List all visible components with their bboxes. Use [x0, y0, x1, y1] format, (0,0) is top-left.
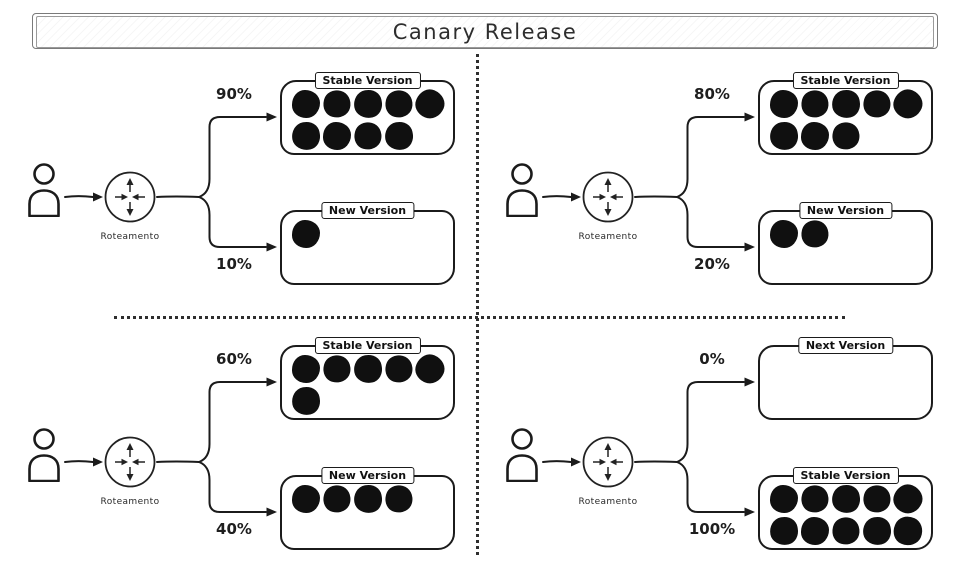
- version-box-label: Stable Version: [314, 72, 421, 89]
- user-icon: [503, 428, 541, 482]
- horizontal-divider: [114, 316, 845, 319]
- diagram-title: Canary Release: [392, 20, 578, 44]
- instance-dot: [292, 220, 320, 248]
- routing-icon: [582, 171, 634, 223]
- instance-dot: [889, 85, 927, 123]
- instances-container: [760, 347, 931, 418]
- version-box: Next Version: [758, 337, 933, 420]
- instances-container: [282, 82, 453, 153]
- traffic-percent-bottom: 10%: [216, 255, 252, 273]
- version-box: New Version: [758, 202, 933, 285]
- traffic-percent-top: 80%: [694, 85, 730, 103]
- title-banner-inner: Canary Release: [36, 16, 934, 48]
- instance-dot: [889, 480, 927, 518]
- instance-dot: [351, 119, 385, 153]
- instance-dot: [889, 512, 927, 548]
- instance-dot: [289, 384, 323, 418]
- version-box-label: Stable Version: [792, 72, 899, 89]
- router-label: Roteamento: [578, 232, 638, 242]
- vertical-divider: [476, 54, 479, 555]
- version-box-label: New Version: [798, 202, 893, 219]
- user-icon: [503, 163, 541, 217]
- instance-dot: [798, 217, 832, 251]
- version-box: Stable Version: [280, 72, 455, 155]
- router-label: Roteamento: [578, 497, 638, 507]
- instance-dot: [767, 119, 801, 153]
- instance-dot: [411, 350, 449, 388]
- quadrant-phase-4: Roteamento 0% 100% Next Version Stable V…: [486, 320, 956, 570]
- instance-dot: [411, 85, 449, 123]
- instance-dot: [320, 352, 354, 386]
- instance-dot: [320, 482, 354, 516]
- instance-dot: [829, 87, 863, 121]
- version-box: Stable Version: [758, 72, 933, 155]
- version-box-label: Stable Version: [314, 337, 421, 354]
- version-box-label: Next Version: [797, 337, 894, 354]
- instances-container: [760, 477, 931, 548]
- instance-dot: [323, 122, 351, 150]
- instance-dot: [351, 482, 385, 516]
- instance-dot: [860, 482, 894, 516]
- instance-dot: [770, 485, 798, 513]
- router-label: Roteamento: [100, 497, 160, 507]
- instance-dot: [382, 119, 416, 153]
- quadrant-phase-1: Roteamento 90% 10% Stable Version New Ve…: [8, 55, 478, 305]
- traffic-percent-top: 0%: [699, 350, 725, 368]
- traffic-percent-top: 60%: [216, 350, 252, 368]
- quadrant-phase-2: Roteamento 80% 20% Stable Version New Ve…: [486, 55, 956, 305]
- instance-dot: [382, 352, 416, 386]
- instances-container: [760, 212, 931, 283]
- instance-dot: [351, 352, 385, 386]
- instance-dot: [829, 482, 863, 516]
- router-label: Roteamento: [100, 232, 160, 242]
- instance-dot: [798, 482, 832, 516]
- version-box: Stable Version: [280, 337, 455, 420]
- version-box: New Version: [280, 467, 455, 550]
- traffic-percent-bottom: 100%: [688, 520, 736, 538]
- version-box: New Version: [280, 202, 455, 285]
- version-box: Stable Version: [758, 467, 933, 550]
- traffic-percent-bottom: 40%: [216, 520, 252, 538]
- instance-dot: [767, 514, 801, 548]
- routing-icon: [104, 171, 156, 223]
- instance-dot: [829, 119, 863, 153]
- instance-dot: [801, 122, 829, 150]
- instance-dot: [798, 87, 832, 121]
- instances-container: [282, 477, 453, 548]
- traffic-percent-top: 90%: [216, 85, 252, 103]
- instance-dot: [860, 87, 894, 121]
- instance-dot: [292, 485, 320, 513]
- instances-container: [282, 347, 453, 418]
- instance-dot: [770, 90, 798, 118]
- version-box-label: New Version: [320, 467, 415, 484]
- instance-dot: [289, 119, 323, 153]
- version-box-label: New Version: [320, 202, 415, 219]
- instance-dot: [860, 514, 894, 548]
- routing-icon: [582, 436, 634, 488]
- user-icon: [25, 163, 63, 217]
- version-box-label: Stable Version: [792, 467, 899, 484]
- instance-dot: [351, 87, 385, 121]
- instance-dot: [829, 514, 863, 548]
- instance-dot: [382, 482, 416, 516]
- instances-container: [282, 212, 453, 283]
- routing-icon: [104, 436, 156, 488]
- instance-dot: [320, 87, 354, 121]
- instances-container: [760, 82, 931, 153]
- instance-dot: [382, 87, 416, 121]
- traffic-percent-bottom: 20%: [694, 255, 730, 273]
- user-icon: [25, 428, 63, 482]
- quadrant-phase-3: Roteamento 60% 40% Stable Version New Ve…: [8, 320, 478, 570]
- instance-dot: [292, 90, 320, 118]
- instance-dot: [770, 220, 798, 248]
- title-banner: Canary Release: [32, 13, 938, 49]
- instance-dot: [801, 517, 829, 545]
- instance-dot: [292, 355, 320, 383]
